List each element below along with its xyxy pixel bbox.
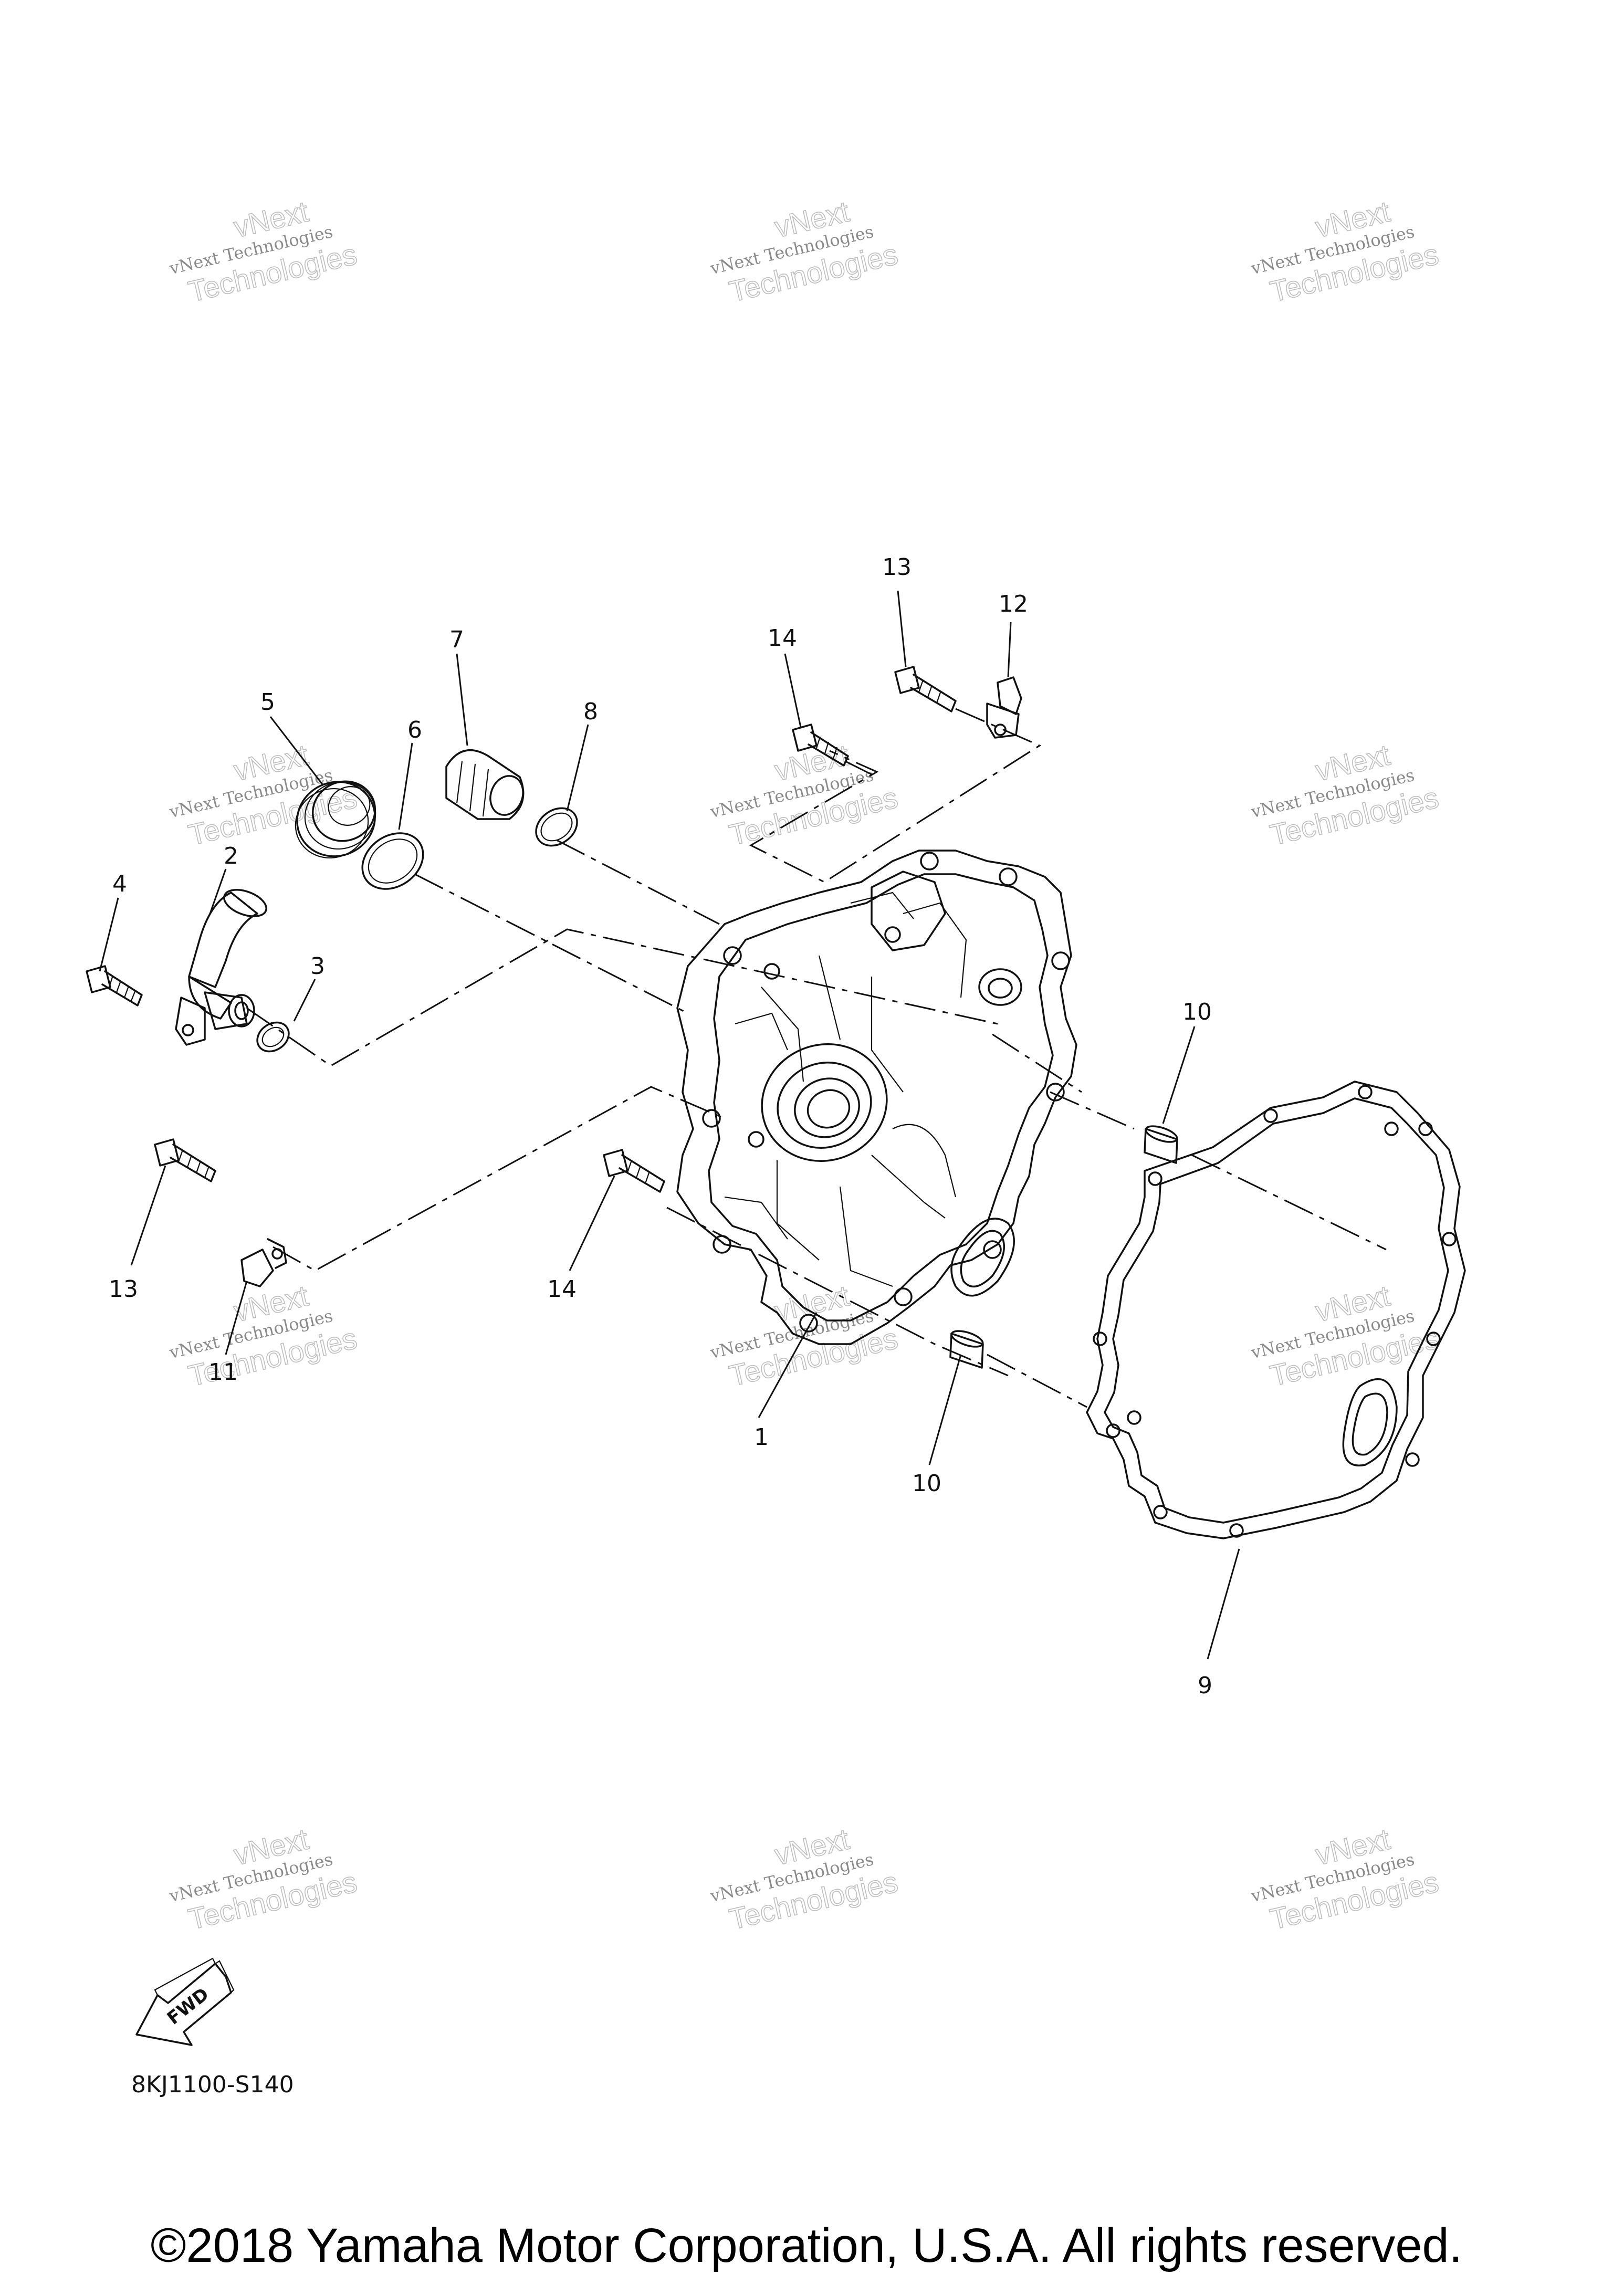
callout-13a: 13: [882, 554, 912, 581]
callout-5: 5: [260, 689, 275, 716]
callout-10a: 10: [1182, 999, 1212, 1025]
callout-14b: 14: [547, 1276, 577, 1303]
water-pipe: [175, 889, 267, 1046]
o-ring-6: [361, 832, 424, 890]
forward-arrow-icon: FWD: [135, 1957, 235, 2046]
oil-seal: [295, 780, 376, 859]
gasket: [1086, 1081, 1466, 1539]
callout-8: 8: [583, 698, 598, 725]
callout-3: 3: [310, 953, 325, 980]
bolt-13-upper: [894, 666, 957, 712]
diagram-part-code: 8KJ1100-S140: [131, 2071, 294, 2098]
o-ring-8: [535, 807, 578, 847]
plug: [445, 749, 525, 820]
dowel-pin-lower: [949, 1330, 984, 1369]
callout-10b: 10: [912, 1470, 941, 1497]
dowel-pin-upper: [1144, 1125, 1178, 1164]
callout-1: 1: [754, 1424, 769, 1451]
o-ring-3: [256, 1021, 290, 1053]
callout-11: 11: [208, 1359, 238, 1386]
callout-13b: 13: [109, 1276, 138, 1303]
bolt-14-lower: [603, 1149, 665, 1193]
fwd-label: FWD: [163, 1984, 213, 2029]
callout-9: 9: [1198, 1672, 1212, 1699]
bolt-14-upper: [792, 724, 849, 767]
bolt-4: [86, 965, 143, 1007]
callout-2: 2: [224, 843, 238, 869]
callout-4: 4: [112, 871, 127, 897]
callout-numbers: 1 2 3 4 5 6 7 8 9 10 10 11 12 13 13 14 1…: [109, 554, 1212, 1699]
callout-12: 12: [999, 591, 1028, 617]
callout-6: 6: [407, 717, 422, 743]
assembly-lines: [246, 708, 1387, 1408]
copyright-notice: ©2018 Yamaha Motor Corporation, U.S.A. A…: [150, 2219, 1463, 2272]
callout-7: 7: [449, 626, 464, 653]
callout-14a: 14: [768, 625, 797, 652]
crankcase-cover: [676, 850, 1077, 1345]
clamp-12: [986, 676, 1022, 739]
leader-lines: [99, 590, 1240, 1660]
bolt-13-lower: [154, 1138, 216, 1182]
clamp-11: [240, 1238, 287, 1287]
